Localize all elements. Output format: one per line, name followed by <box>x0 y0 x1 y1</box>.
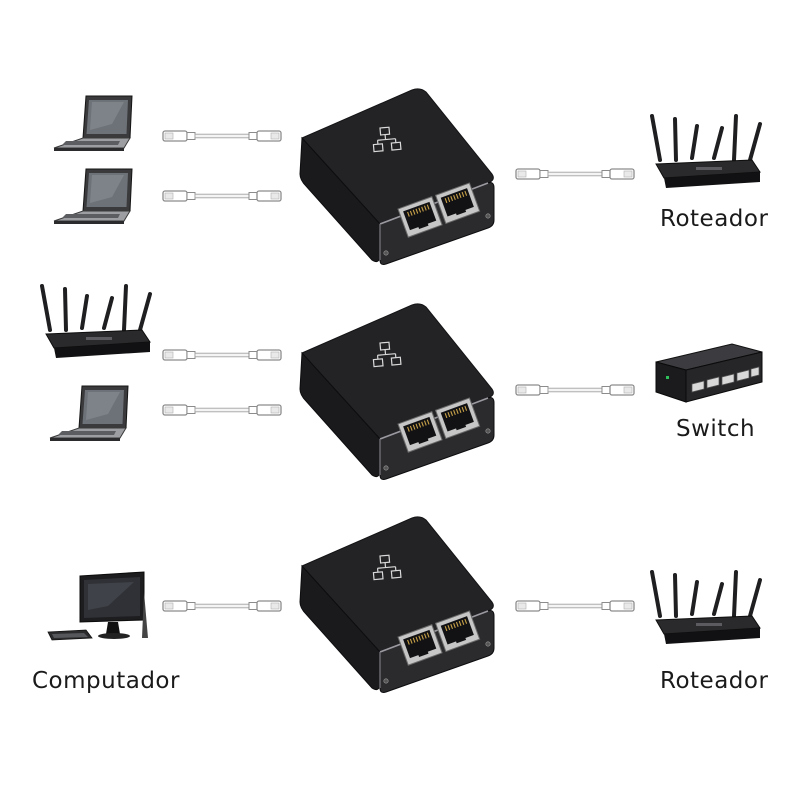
network-splitter-icon <box>299 303 495 481</box>
computer-label: Computador <box>32 668 180 694</box>
router-icon <box>650 114 762 190</box>
ethernet-cable-icon <box>515 168 635 180</box>
network-splitter-icon <box>299 88 495 266</box>
scenario-2 <box>40 284 763 481</box>
ethernet-cable-icon <box>162 190 282 202</box>
desktop-computer-icon <box>47 571 149 641</box>
ethernet-cable-icon <box>162 404 282 416</box>
network-splitter-icon <box>299 516 495 694</box>
ethernet-cable-icon <box>515 384 635 396</box>
scenario-1 <box>53 88 762 266</box>
router-label: Roteador <box>660 668 769 694</box>
laptop-icon <box>49 385 129 442</box>
ethernet-cable-icon <box>162 130 282 142</box>
laptop-icon <box>53 168 133 225</box>
scenario-3 <box>47 516 762 694</box>
ethernet-cable-icon <box>162 600 282 612</box>
switch-icon <box>655 343 763 403</box>
switch-label: Switch <box>676 416 756 442</box>
laptop-icon <box>53 95 133 152</box>
router-icon <box>650 570 762 646</box>
router-label: Roteador <box>660 206 769 232</box>
router-icon <box>40 284 152 360</box>
ethernet-cable-icon <box>162 349 282 361</box>
ethernet-cable-icon <box>515 600 635 612</box>
